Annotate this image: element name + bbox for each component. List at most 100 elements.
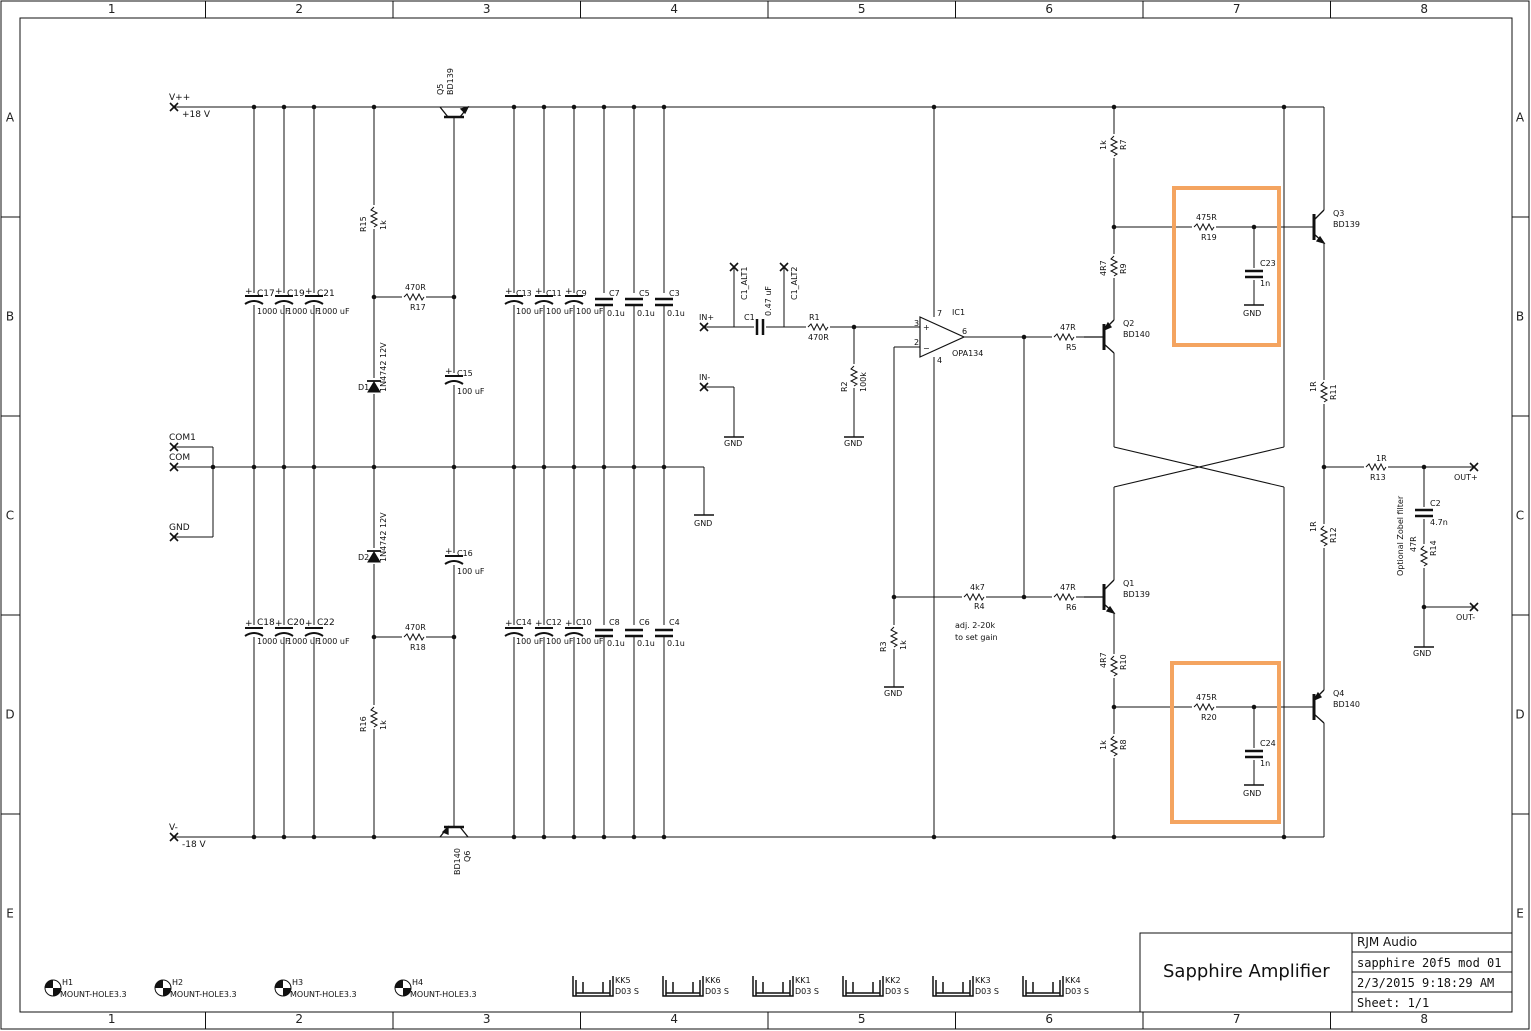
wires [174, 106, 1474, 838]
vpos-value: +18 V [182, 110, 211, 120]
r18-val: 470R [405, 623, 426, 632]
snubber-gnd-1: GND [1243, 309, 1261, 318]
r16-val: 1k [379, 720, 388, 730]
c13-ref: C13 [516, 289, 532, 298]
r1-ref: R1 [809, 313, 820, 322]
zone-column-label: 7 [1233, 2, 1241, 16]
c19-ref: C19 [287, 289, 305, 299]
r14-ref: R14 [1429, 540, 1438, 556]
r16-ref: R16 [359, 716, 368, 732]
c16-ref: C16 [457, 549, 473, 558]
c20-ref: C20 [287, 618, 305, 628]
c15-val: 100 uF [457, 387, 485, 396]
r2-ref: R2 [840, 381, 849, 392]
c14-val: 100 uF [516, 637, 544, 646]
ic1-ref: IC1 [952, 308, 965, 317]
r17-val: 470R [405, 283, 426, 292]
svg-text:KK5: KK5 [615, 976, 631, 985]
ic1-pin7: 7 [937, 309, 942, 318]
gain-note-2: to set gain [955, 633, 998, 642]
zone-column-label: 2 [295, 2, 303, 16]
zone-row-label: D [1515, 708, 1524, 722]
r18-ref: R18 [410, 643, 426, 652]
zobel-note: Optional Zobel filter [1396, 495, 1405, 576]
out-pos-label: OUT+ [1454, 473, 1478, 482]
zone-column-label: 6 [1045, 1012, 1053, 1026]
component-symbols: +− [240, 105, 1435, 838]
r4-val: 4k7 [970, 583, 985, 592]
gnd-label: GND [169, 523, 190, 533]
c7-val: 0.1u [607, 309, 625, 318]
c6-val: 0.1u [637, 639, 655, 648]
r14-val: 47R [1409, 536, 1418, 552]
c9-val: 100 uF [576, 307, 604, 316]
c11-val: 100 uF [546, 307, 574, 316]
input-gnd-2: GND [844, 439, 862, 448]
zone-column-label: 3 [483, 1012, 491, 1026]
drawing-title: Sapphire Amplifier [1163, 961, 1330, 982]
r3-val: 1k [899, 640, 908, 650]
c23-val: 1n [1260, 279, 1270, 288]
svg-text:D03 S: D03 S [1065, 987, 1089, 996]
c1-alt2: C1_ALT2 [790, 267, 799, 300]
r6-ref: R6 [1066, 603, 1077, 612]
r5-ref: R5 [1066, 343, 1077, 352]
svg-text:MOUNT-HOLE3.3: MOUNT-HOLE3.3 [410, 990, 477, 999]
q1-val: BD139 [1123, 590, 1150, 599]
c19-val: 1000 uF [287, 307, 320, 316]
r11-ref: R11 [1329, 384, 1338, 400]
zone-column-label: 3 [483, 2, 491, 16]
r11-val: 1R [1309, 381, 1318, 392]
r7-val: 1k [1099, 140, 1108, 150]
q3-ref: Q3 [1333, 209, 1344, 218]
sheet-number: Sheet: 1/1 [1357, 996, 1429, 1010]
d2-val: 1N4742 12V [379, 512, 388, 562]
svg-text:KK6: KK6 [705, 976, 721, 985]
svg-text:KK3: KK3 [975, 976, 991, 985]
svg-text:−: − [923, 344, 930, 353]
svg-text:KK2: KK2 [885, 976, 901, 985]
c2-val: 4.7n [1430, 518, 1448, 527]
r15-ref: R15 [359, 216, 368, 232]
r20-val: 475R [1196, 693, 1217, 702]
zone-row-label: E [6, 907, 14, 921]
c18-val: 1000 uF [257, 637, 290, 646]
c17-val: 1000 uF [257, 307, 290, 316]
in-neg-label: IN- [699, 373, 710, 382]
zone-row-label: B [6, 310, 14, 324]
svg-text:H1: H1 [62, 978, 73, 987]
vneg-name: V- [169, 823, 178, 833]
r2-val: 100k [859, 372, 868, 392]
q6-val: BD140 [453, 848, 462, 875]
r10-val: 4R7 [1099, 652, 1108, 668]
zone-row-label: B [1516, 310, 1524, 324]
d1-ref: D1 [358, 383, 369, 392]
c23-ref: C23 [1260, 259, 1276, 268]
svg-text:D03 S: D03 S [885, 987, 909, 996]
junction-dots [210, 104, 1427, 840]
q1-ref: Q1 [1123, 579, 1134, 588]
r19-ref: R19 [1201, 233, 1217, 242]
c4-val: 0.1u [667, 639, 685, 648]
svg-text:MOUNT-HOLE3.3: MOUNT-HOLE3.3 [170, 990, 237, 999]
out-neg-label: OUT- [1456, 613, 1475, 622]
svg-text:D03 S: D03 S [795, 987, 819, 996]
c5-ref: C5 [639, 289, 650, 298]
r1-val: 470R [808, 333, 829, 342]
svg-text:KK4: KK4 [1065, 976, 1081, 985]
zone-column-label: 4 [670, 1012, 678, 1026]
c3-ref: C3 [669, 289, 680, 298]
c10-ref: C10 [576, 618, 592, 627]
zone-column-label: 8 [1420, 1012, 1428, 1026]
q3-val: BD139 [1333, 220, 1360, 229]
c21-ref: C21 [317, 289, 335, 299]
drawing-date: 2/3/2015 9:18:29 AM [1357, 976, 1494, 990]
c17-ref: C17 [257, 289, 275, 299]
c3-val: 0.1u [667, 309, 685, 318]
